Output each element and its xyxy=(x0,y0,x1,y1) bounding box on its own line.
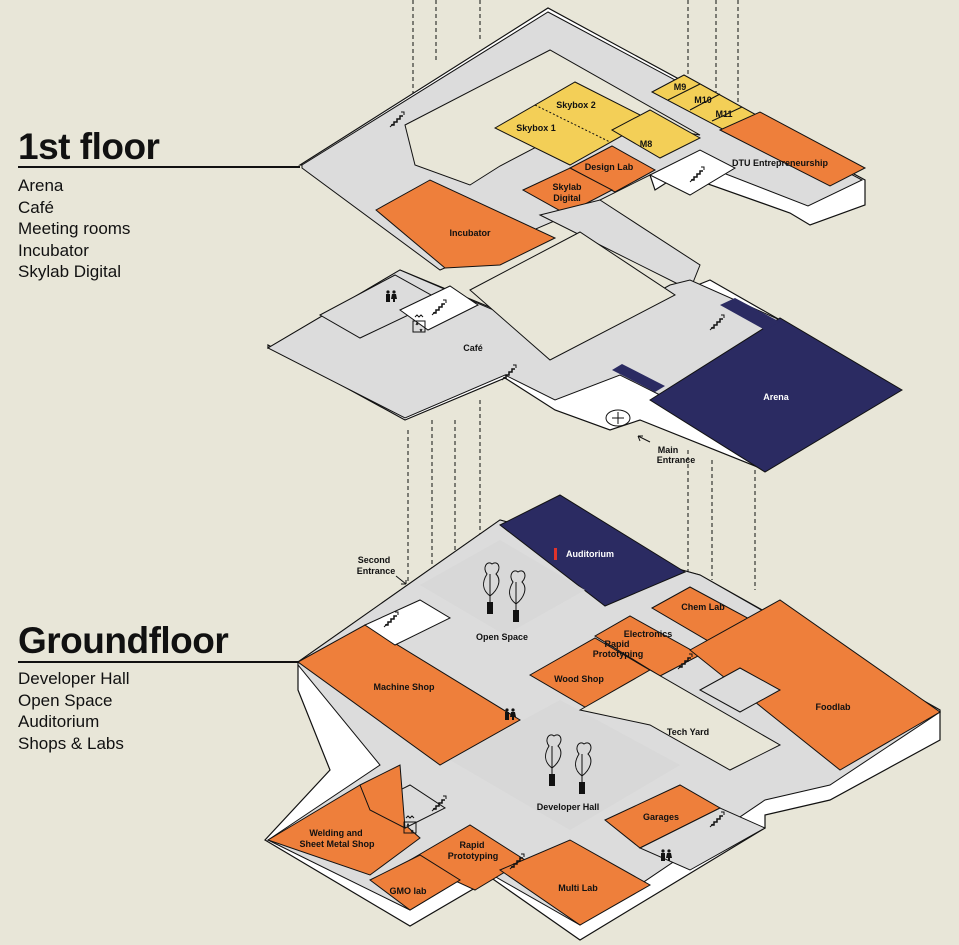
label-garages: Garages xyxy=(643,812,679,822)
room-foodlab[interactable] xyxy=(689,599,941,771)
first-floor-title: 1st floor xyxy=(18,126,160,167)
entrance-arrow-icon xyxy=(395,575,407,585)
label-open-space: Open Space xyxy=(476,632,528,642)
label-foodlab: Foodlab xyxy=(816,702,851,712)
label-m10: M10 xyxy=(694,95,712,105)
first-floor-item: Skylab Digital xyxy=(18,262,121,281)
ground-floor-title: Groundfloor xyxy=(18,620,229,661)
label-rapid-prototyping-bottom: Prototyping xyxy=(448,851,499,861)
label-skybox1: Skybox 1 xyxy=(516,123,556,133)
room-auditorium[interactable] xyxy=(499,494,687,607)
first-floor-item: Café xyxy=(18,197,54,217)
first-floor-item: Incubator xyxy=(18,240,89,260)
ground-floor-rule xyxy=(18,661,300,663)
label-rapid-prototyping-top: Rapid xyxy=(604,639,629,649)
label-skybox2: Skybox 2 xyxy=(556,100,596,110)
room-dtu-entrepreneurship[interactable] xyxy=(718,111,867,187)
label-developer-hall: Developer Hall xyxy=(537,802,600,812)
label-wood-shop: Wood Shop xyxy=(554,674,604,684)
label-dtu-entrepreneurship: DTU Entrepreneurship xyxy=(732,158,829,168)
label-m11: M11 xyxy=(715,109,732,119)
entrance-arrow-icon xyxy=(637,435,651,443)
label-main-entrance: Entrance xyxy=(657,455,696,465)
label-auditorium: Auditorium xyxy=(566,549,614,559)
label-second-entrance: Entrance xyxy=(357,566,396,576)
room-arena[interactable] xyxy=(649,317,903,473)
room-multi-lab[interactable] xyxy=(498,839,652,926)
label-second-entrance: Second xyxy=(358,555,391,565)
label-rapid-prototyping-top: Prototyping xyxy=(593,649,644,659)
first-floor-item: Meeting rooms xyxy=(18,219,131,238)
room-gmo-lab[interactable] xyxy=(369,854,461,911)
label-welding: Sheet Metal Shop xyxy=(299,839,375,849)
ground-floor-item: Open Space xyxy=(18,690,113,710)
ground-floor-item: Shops & Labs xyxy=(18,733,124,753)
ground-floor-list: Developer Hall Open Space Auditorium Sho… xyxy=(18,668,130,754)
first-floor-list: Arena Café Meeting rooms Incubator Skyla… xyxy=(18,175,130,283)
room-machine-shop[interactable] xyxy=(297,624,521,766)
ground-floor-plan xyxy=(264,494,941,941)
ground-floor-item: Auditorium xyxy=(18,712,100,731)
room-skylab-digital[interactable] xyxy=(521,167,614,215)
room-m8[interactable] xyxy=(610,109,702,159)
label-arena: Arena xyxy=(763,392,790,402)
label-welding: Welding and xyxy=(309,828,362,838)
label-m8: M8 xyxy=(640,139,653,149)
label-main-entrance: Main xyxy=(658,445,679,455)
label-design-lab: Design Lab xyxy=(585,162,634,172)
label-cafe: Café xyxy=(463,343,483,353)
label-rapid-prototyping-bottom: Rapid xyxy=(459,840,484,850)
label-incubator: Incubator xyxy=(449,228,490,238)
label-m9: M9 xyxy=(674,82,687,92)
room-incubator[interactable] xyxy=(375,179,557,269)
label-skylab-digital: Digital xyxy=(553,193,581,203)
first-floor-item: Arena xyxy=(18,176,64,195)
label-multi-lab: Multi Lab xyxy=(558,883,598,893)
label-chem-lab: Chem Lab xyxy=(681,602,725,612)
label-tech-yard: Tech Yard xyxy=(667,727,709,737)
label-machine-shop: Machine Shop xyxy=(373,682,435,692)
label-gmo-lab: GMO lab xyxy=(389,886,427,896)
first-floor-rule xyxy=(18,166,300,168)
label-skylab-digital: Skylab xyxy=(552,182,582,192)
first-floor-plan xyxy=(266,7,903,473)
ground-floor-item: Developer Hall xyxy=(18,669,130,688)
label-electronics: Electronics xyxy=(624,629,673,639)
